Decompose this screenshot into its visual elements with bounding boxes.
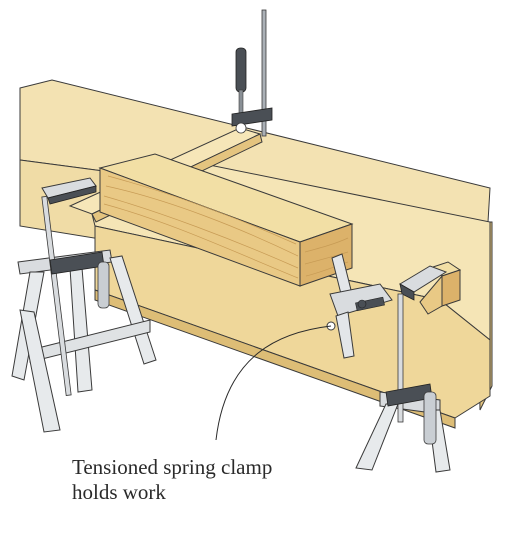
back-clamp-bar: [261, 9, 267, 137]
plank-front-lower: [94, 289, 456, 429]
sawhorse-left-brace: [29, 319, 151, 363]
right-clamp-head-dark: [399, 283, 415, 301]
board-top-surface: [19, 79, 491, 223]
caption-line-2: holds work: [72, 480, 166, 504]
wood-grain: [103, 175, 349, 279]
sawhorse-left-leg-d: [19, 309, 61, 433]
sawhorse-left-leg-b: [69, 267, 93, 393]
stop-block-face: [441, 269, 461, 307]
bar-clamp-right-icon: [385, 265, 448, 445]
caption-line-1: Tensioned spring clamp: [72, 455, 272, 479]
left-clamp-handle: [97, 261, 110, 309]
back-clamp-pad: [235, 122, 247, 134]
sawhorse-right-leg-a: [355, 403, 399, 471]
leader-line-icon: [215, 325, 332, 441]
spring-clamp-pivot: [357, 299, 367, 309]
right-clamp-handle: [423, 391, 437, 445]
back-clamp-jaw: [231, 107, 273, 127]
right-clamp-bar: [397, 293, 404, 423]
stop-block-front: [419, 274, 443, 315]
bar-clamp-left-icon: [41, 177, 110, 396]
left-clamp-head-dark: [47, 185, 97, 205]
spring-clamp-icon: [326, 253, 393, 359]
bar-clamp-back-icon: [231, 9, 273, 137]
left-clamp-bar: [41, 195, 72, 396]
back-clamp-handle: [235, 47, 247, 93]
spring-clamp-lower-handle: [335, 311, 355, 359]
